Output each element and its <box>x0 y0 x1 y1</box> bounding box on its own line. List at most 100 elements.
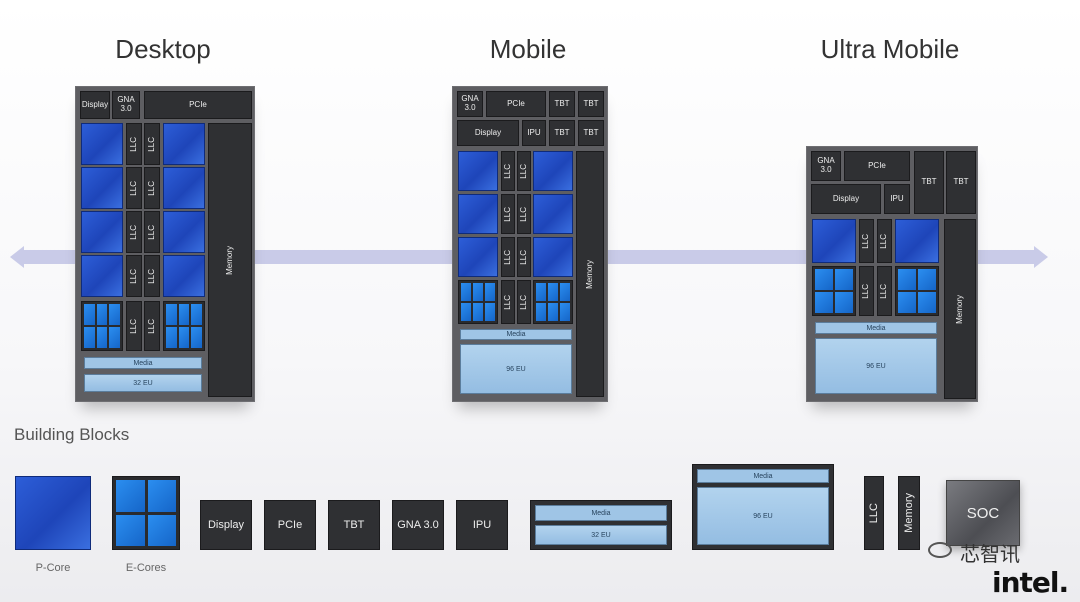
legend-tbt-block: TBT <box>328 500 380 550</box>
desktop-gna-block: GNA 3.0 <box>112 91 140 119</box>
ultra-display-block: Display <box>811 184 881 214</box>
mobile-p-core-1 <box>458 151 498 191</box>
legend-e-cores-caption: E-Cores <box>125 562 167 574</box>
wechat-icon <box>928 542 952 558</box>
ultra-gpu-96eu: 96 EU <box>815 338 937 394</box>
legend-p-core <box>15 476 91 550</box>
ultra-p-core-2 <box>895 219 939 263</box>
mobile-p-core-5 <box>533 194 573 234</box>
watermark-text: 芯智讯 <box>960 544 1020 566</box>
desktop-title: Desktop <box>115 34 211 64</box>
ultra-llc: LLC <box>859 266 874 316</box>
legend-pcie-block: PCIe <box>264 500 316 550</box>
legend-memory-block: Memory <box>898 476 920 550</box>
mobile-llc: LLC <box>517 194 531 234</box>
ultra-llc: LLC <box>877 219 892 263</box>
mobile-e-cores-1 <box>458 280 498 324</box>
legend-32eu-graphics: Media 32 EU <box>530 500 672 550</box>
mobile-memory-block: Memory <box>576 151 604 397</box>
mobile-llc: LLC <box>501 151 515 191</box>
ultra-memory-block: Memory <box>944 219 976 399</box>
mobile-p-core-4 <box>533 151 573 191</box>
desktop-p-core-5 <box>163 123 205 165</box>
desktop-p-core-6 <box>163 167 205 209</box>
mobile-title: Mobile <box>489 34 567 64</box>
mobile-p-core-3 <box>458 237 498 277</box>
legend-soc-block: SOC <box>946 480 1020 546</box>
desktop-llc: LLC <box>126 167 142 209</box>
desktop-p-core-4 <box>81 255 123 297</box>
legend-gna-block: GNA 3.0 <box>392 500 444 550</box>
mobile-llc: LLC <box>517 237 531 277</box>
ultra-llc: LLC <box>877 266 892 316</box>
mobile-gna-block: GNA 3.0 <box>457 91 483 117</box>
desktop-p-core-3 <box>81 211 123 253</box>
ultra-media-block: Media <box>815 322 937 334</box>
ultra-gna-block: GNA 3.0 <box>811 151 841 181</box>
desktop-e-cores-2 <box>163 301 205 351</box>
desktop-llc: LLC <box>126 123 142 165</box>
legend-display-block: Display <box>200 500 252 550</box>
desktop-llc: LLC <box>144 255 160 297</box>
mobile-e-cores-2 <box>533 280 573 324</box>
desktop-e-cores-1 <box>81 301 123 351</box>
legend-96eu-graphics: Media 96 EU <box>692 464 834 550</box>
desktop-llc: LLC <box>126 211 142 253</box>
desktop-llc: LLC <box>144 211 160 253</box>
mobile-die: GNA 3.0 PCIe TBT TBT Display IPU TBT TBT… <box>452 86 608 402</box>
band-arrow-right-icon <box>1034 246 1048 268</box>
legend-32eu-gpu: 32 EU <box>535 525 667 545</box>
desktop-die: Display GNA 3.0 PCIe LLC LLC LLC LLC LLC… <box>75 86 255 402</box>
mobile-ipu-block: IPU <box>522 120 546 146</box>
ultra-p-core-1 <box>812 219 856 263</box>
legend-96eu-media: Media <box>697 469 829 483</box>
ultra-mobile-title: Ultra Mobile <box>820 34 960 64</box>
desktop-llc: LLC <box>126 255 142 297</box>
ultra-e-cores-1 <box>812 266 856 316</box>
band-arrow-left-icon <box>10 246 24 268</box>
desktop-llc: LLC <box>126 301 142 351</box>
ultra-tbt-block: TBT <box>914 151 944 214</box>
mobile-llc: LLC <box>501 194 515 234</box>
mobile-media-block: Media <box>460 329 572 340</box>
ultra-e-cores-2 <box>895 266 939 316</box>
desktop-media-block: Media <box>84 357 202 369</box>
mobile-pcie-block: PCIe <box>486 91 546 117</box>
legend-ipu-block: IPU <box>456 500 508 550</box>
legend-p-core-caption: P-Core <box>35 562 71 574</box>
ultra-mobile-die: GNA 3.0 PCIe Display IPU TBT TBT LLC LLC… <box>806 146 978 402</box>
desktop-memory-block: Memory <box>208 123 252 397</box>
mobile-tbt-block: TBT <box>549 120 575 146</box>
legend-llc-block: LLC <box>864 476 884 550</box>
desktop-llc: LLC <box>144 301 160 351</box>
desktop-p-core-8 <box>163 255 205 297</box>
desktop-p-core-2 <box>81 167 123 209</box>
desktop-gpu-32eu: 32 EU <box>84 374 202 392</box>
intel-logo: intel. <box>992 566 1069 599</box>
building-blocks-heading: Building Blocks <box>14 425 130 444</box>
mobile-display-block: Display <box>457 120 519 146</box>
desktop-p-core-7 <box>163 211 205 253</box>
desktop-pcie-block: PCIe <box>144 91 252 119</box>
mobile-llc: LLC <box>501 280 515 324</box>
desktop-p-core-1 <box>81 123 123 165</box>
legend-e-cores <box>112 476 180 550</box>
ultra-pcie-block: PCIe <box>844 151 910 181</box>
desktop-llc: LLC <box>144 123 160 165</box>
mobile-tbt-block: TBT <box>578 91 604 117</box>
mobile-gpu-96eu: 96 EU <box>460 344 572 394</box>
mobile-p-core-2 <box>458 194 498 234</box>
mobile-p-core-6 <box>533 237 573 277</box>
desktop-llc: LLC <box>144 167 160 209</box>
mobile-llc: LLC <box>501 237 515 277</box>
legend-32eu-media: Media <box>535 505 667 521</box>
desktop-display-block: Display <box>80 91 110 119</box>
mobile-tbt-block: TBT <box>578 120 604 146</box>
mobile-llc: LLC <box>517 151 531 191</box>
mobile-tbt-block: TBT <box>549 91 575 117</box>
mobile-llc: LLC <box>517 280 531 324</box>
ultra-tbt-block: TBT <box>946 151 976 214</box>
ultra-llc: LLC <box>859 219 874 263</box>
legend-96eu-gpu: 96 EU <box>697 487 829 545</box>
ultra-ipu-block: IPU <box>884 184 910 214</box>
